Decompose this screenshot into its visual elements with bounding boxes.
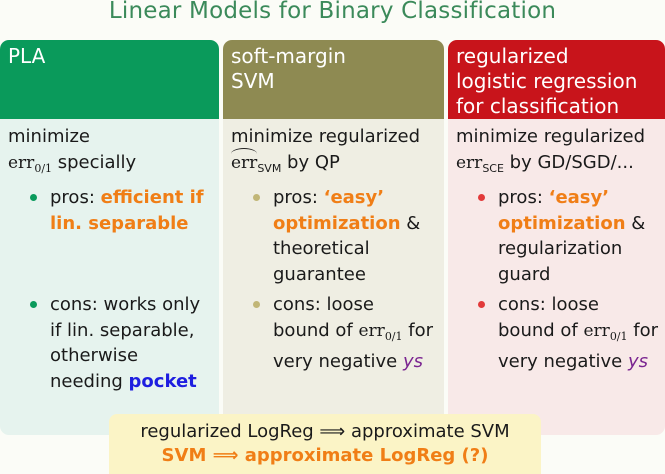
logreg-pros-easy: ‘easy’ <box>548 187 610 208</box>
logreg-cons-ys: ys <box>627 351 648 372</box>
bullet-dot-icon <box>253 194 260 201</box>
logreg-cons-bullet: cons: loose bound of err0/1 for very negat… <box>456 292 665 375</box>
svm-cons-bullet: cons: loose bound of err0/1 for very negat… <box>231 292 444 375</box>
svm-cons-err: err <box>358 320 385 341</box>
pla-pros-highlight2: lin. separable <box>50 212 189 234</box>
pla-cons-line3: otherwise <box>50 345 139 366</box>
logreg-cons-err: err <box>583 320 610 341</box>
bullet-dot-icon <box>478 194 485 201</box>
logreg-cons-line2-post: for <box>627 319 658 341</box>
logreg-objective-rest: by GD/SGD/... <box>503 151 634 173</box>
svm-header-line1: soft-margin <box>231 44 346 68</box>
logreg-err-symbol: err <box>456 152 483 173</box>
logreg-header: regularized logistic regression for clas… <box>448 40 665 119</box>
pla-column: PLA minimize err0/1 specially pros: effi… <box>0 40 219 435</box>
svm-cons-ys: ys <box>402 351 423 372</box>
pla-cons-bullet: cons: works only if lin. separable, otherw… <box>8 292 219 394</box>
logreg-column: regularized logistic regression for clas… <box>448 40 665 435</box>
logreg-err-subscript: SCE <box>482 161 504 175</box>
svm-body: minimize regularized errSVM by QP pros: … <box>223 119 444 435</box>
pla-pros-highlight1: efficient if <box>100 187 204 208</box>
logreg-objective-line1: minimize regularized <box>456 126 646 147</box>
svm-column: soft-margin SVM minimize regularized err… <box>223 40 444 435</box>
svm-cons-line2-post: for <box>402 319 433 341</box>
logreg-pros-bullet: pros: ‘easy’ optimization &regularization… <box>456 185 665 287</box>
svm-pros-line3: theoretical <box>273 238 370 259</box>
logreg-pros-line4: guard <box>498 263 551 285</box>
summary-box: regularized LogReg ⟹ approximate SVM SVM… <box>109 414 541 474</box>
pla-cons-pocket: pocket <box>128 370 197 392</box>
logreg-cons-err-sub: 0/1 <box>609 329 628 343</box>
svm-cons-line2-pre: bound of <box>273 319 359 341</box>
pla-objective-line2: err0/1 specially <box>8 150 219 182</box>
logreg-header-line3: for classification <box>456 94 620 118</box>
logreg-pros-label: pros: <box>498 187 549 208</box>
logreg-header-line2: logistic regression <box>456 69 638 93</box>
pla-objective-rest: specially <box>52 151 137 173</box>
svm-objective-line1: minimize regularized <box>231 126 421 147</box>
pla-pros-bullet: pros: efficient if lin. separable <box>8 185 219 236</box>
pla-body: minimize err0/1 specially pros: efficien… <box>0 119 219 435</box>
logreg-pros-amp: & <box>625 212 646 234</box>
logreg-pros-optimization: optimization <box>498 212 626 234</box>
svm-cons-line1: cons: loose <box>273 294 374 315</box>
svm-objective-line2: errSVM by QP <box>231 147 444 182</box>
bullet-dot-icon <box>253 301 260 308</box>
svm-pros-label: pros: <box>273 187 324 208</box>
svm-pros-bullet: pros: ‘easy’ optimization & theoretical gua… <box>231 185 444 287</box>
logreg-objective-line2: errSCE by GD/SGD/... <box>456 150 665 182</box>
logreg-body: minimize regularized errSCE by GD/SGD/..… <box>448 119 665 435</box>
pla-err-symbol: err <box>8 152 35 173</box>
slide-title: Linear Models for Binary Classification <box>108 0 557 24</box>
svm-cons-line3-pre: very negative <box>273 351 403 372</box>
logreg-pros-line3: regularization <box>498 238 623 259</box>
pla-header: PLA <box>0 40 219 119</box>
svm-err-subscript: SVM <box>257 161 282 175</box>
logreg-cons-line1: cons: loose <box>498 294 599 315</box>
pla-cons-line2: if lin. separable, <box>50 319 195 341</box>
svm-header: soft-margin SVM <box>223 40 444 119</box>
svm-header-line2: SVM <box>231 69 275 93</box>
pla-cons-line4: needing <box>50 370 129 392</box>
svm-pros-amp: & <box>400 212 421 234</box>
bullet-dot-icon <box>478 301 485 308</box>
svm-pros-optimization: optimization <box>273 212 401 234</box>
summary-line1: regularized LogReg ⟹ approximate SVM <box>140 421 510 442</box>
pla-cons-line1: cons: works only <box>50 294 201 315</box>
pla-objective-line1: minimize <box>8 126 91 147</box>
logreg-cons-line2-pre: bound of <box>498 319 584 341</box>
pla-err-subscript: 0/1 <box>34 161 53 175</box>
logreg-header-line1: regularized <box>456 44 569 68</box>
svm-cons-err-sub: 0/1 <box>384 329 403 343</box>
svm-pros-easy: ‘easy’ <box>323 187 385 208</box>
svm-objective-rest: by QP <box>281 151 340 173</box>
logreg-cons-line3-pre: very negative <box>498 351 628 372</box>
bullet-dot-icon <box>30 194 37 201</box>
svm-pros-line4: guarantee <box>273 263 366 285</box>
summary-line2: SVM ⟹ approximate LogReg (?) <box>161 445 489 466</box>
svm-err-symbol: err <box>231 147 258 177</box>
pla-pros-label: pros: <box>50 187 101 208</box>
pla-header-title: PLA <box>8 44 46 68</box>
bullet-dot-icon <box>30 301 37 308</box>
